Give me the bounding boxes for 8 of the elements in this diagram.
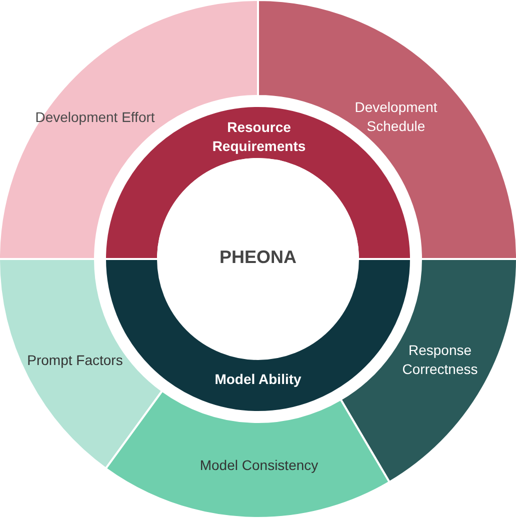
segment-label: Model Ability [214, 370, 302, 388]
segment-label: Development Effort [35, 108, 155, 126]
segment-label: Response Correctness [401, 341, 479, 379]
segment-label: Development Schedule [354, 98, 438, 136]
segment-label: Model Consistency [200, 456, 318, 474]
segment-label: Resource Requirements [211, 118, 307, 156]
segment-label: Prompt Factors [27, 350, 123, 370]
center-title: PHEONA [219, 248, 296, 266]
